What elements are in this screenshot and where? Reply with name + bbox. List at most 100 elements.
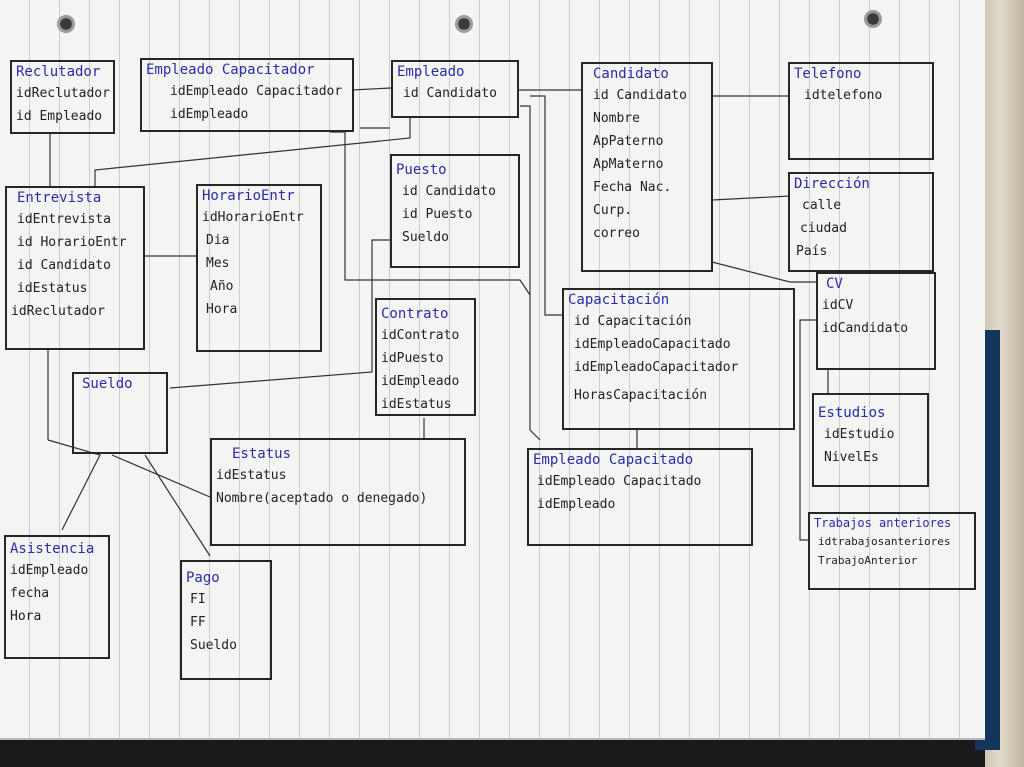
entity-attribute: idEmpleado Capacitado: [537, 474, 702, 489]
entity-attribute: Nombre: [593, 111, 640, 126]
entity-capacitacion: Capacitación id Capacitación idEmpleadoC…: [562, 288, 795, 430]
entity-puesto: Puesto id Candidato id Puesto Sueldo: [390, 154, 520, 268]
entity-attribute: ApMaterno: [593, 157, 664, 172]
link-line: [530, 95, 563, 316]
entity-pago: Pago FI FF Sueldo: [180, 560, 272, 680]
entity-empleado-capacitado: Empleado Capacitado idEmpleado Capacitad…: [527, 448, 753, 546]
entity-attribute: Fecha Nac.: [593, 180, 672, 195]
entity-attribute: idReclutador: [11, 304, 105, 319]
entity-attribute: id Candidato: [593, 88, 687, 103]
entity-title: Telefono: [794, 66, 862, 82]
entity-attribute: Hora: [10, 609, 42, 624]
entity-attribute: idCandidato: [822, 321, 909, 336]
entity-title: Dirección: [794, 176, 870, 192]
entity-attribute: idEstudio: [824, 427, 895, 442]
entity-attribute: FI: [190, 592, 206, 607]
entity-attribute: idContrato: [381, 328, 460, 343]
entity-contrato: Contrato idContrato idPuesto idEmpleado …: [375, 298, 476, 416]
entity-attribute: Curp.: [593, 203, 633, 218]
entity-attribute: idEstatus: [381, 397, 452, 412]
entity-attribute: idHorarioEntr: [202, 210, 304, 225]
entity-direccion: Dirección calle ciudad País: [788, 172, 934, 272]
entity-attribute: id Candidato: [402, 184, 496, 199]
entity-attribute: idPuesto: [381, 351, 444, 366]
entity-attribute: Mes: [206, 256, 230, 271]
entity-title: Reclutador: [16, 64, 101, 80]
punch-hole-icon: [455, 15, 473, 33]
entity-attribute: id Puesto: [402, 207, 473, 222]
entity-asistencia: Asistencia idEmpleado fecha Hora: [4, 535, 110, 659]
entity-attribute: idEstatus: [17, 281, 88, 296]
entity-attribute: idEmpleado: [170, 107, 249, 122]
entity-attribute: Año: [210, 279, 234, 294]
entity-attribute: id Capacitación: [574, 314, 692, 329]
entity-sueldo: Sueldo: [72, 372, 168, 454]
link-line: [144, 454, 211, 557]
entity-attribute: id Candidato: [17, 258, 111, 273]
link-line: [520, 105, 541, 441]
notebook-page: Reclutador idReclutador id Empleado Empl…: [0, 0, 985, 740]
entity-title: Asistencia: [10, 541, 95, 557]
entity-attribute: TrabajoAnterior: [818, 554, 918, 567]
entity-attribute: Sueldo: [190, 638, 237, 653]
entity-empleado-capacitador: Empleado Capacitador idEmpleado Capacita…: [140, 58, 354, 132]
entity-title: Trabajos anteriores: [814, 516, 952, 530]
entity-title: Pago: [186, 570, 220, 586]
entity-attribute: Nombre(aceptado o denegado): [216, 491, 428, 506]
entity-attribute: idEmpleado: [381, 374, 460, 389]
entity-candidato: Candidato id Candidato Nombre ApPaterno …: [581, 62, 713, 272]
entity-attribute: NivelEs: [824, 450, 879, 465]
entity-telefono: Telefono idtelefono: [788, 62, 934, 160]
entity-attribute: calle: [802, 198, 842, 213]
entity-title: Capacitación: [568, 292, 670, 308]
punch-hole-icon: [57, 15, 75, 33]
entity-attribute: idEmpleadoCapacitado: [574, 337, 731, 352]
entity-title: Entrevista: [17, 190, 102, 206]
entity-attribute: Hora: [206, 302, 238, 317]
entity-reclutador: Reclutador idReclutador id Empleado: [10, 60, 115, 134]
entity-attribute: FF: [190, 615, 206, 630]
entity-attribute: correo: [593, 226, 640, 241]
entity-attribute: idEntrevista: [17, 212, 111, 227]
entity-trabajos-anteriores: Trabajos anteriores idtrabajosanteriores…: [808, 512, 976, 590]
entity-attribute: idEmpleadoCapacitador: [574, 360, 739, 375]
entity-attribute: idReclutador: [16, 86, 110, 101]
entity-attribute: idEstatus: [216, 468, 287, 483]
entity-attribute: ApPaterno: [593, 134, 664, 149]
entity-estudios: Estudios idEstudio NivelEs: [812, 393, 929, 487]
entity-attribute: Sueldo: [402, 230, 449, 245]
entity-title: HorarioEntr: [202, 188, 295, 204]
entity-entrevista: Entrevista idEntrevista id HorarioEntr i…: [5, 186, 145, 350]
entity-title: Empleado Capacitado: [533, 452, 694, 468]
link-line: [111, 454, 211, 498]
entity-attribute: HorasCapacitación: [574, 388, 708, 403]
entity-cv: CV idCV idCandidato: [816, 272, 936, 370]
entity-attribute: idCV: [822, 298, 854, 313]
entity-title: Empleado: [397, 64, 465, 80]
link-line: [711, 195, 791, 201]
entity-title: Puesto: [396, 162, 447, 178]
entity-title: Sueldo: [82, 376, 133, 392]
entity-attribute: id Candidato: [403, 86, 497, 101]
entity-title: Empleado Capacitador: [146, 62, 315, 78]
entity-title: Contrato: [381, 306, 449, 322]
entity-title: Estudios: [818, 405, 886, 421]
entity-attribute: idEmpleado Capacitador: [170, 84, 343, 99]
link-line: [351, 87, 392, 91]
entity-horario-entr: HorarioEntr idHorarioEntr Dia Mes Año Ho…: [196, 184, 322, 352]
entity-title: Estatus: [232, 446, 292, 462]
entity-attribute: idEmpleado: [537, 497, 616, 512]
entity-title: Candidato: [593, 66, 669, 82]
entity-title: CV: [826, 276, 843, 292]
entity-attribute: idtrabajosanteriores: [818, 535, 951, 548]
entity-attribute: id HorarioEntr: [17, 235, 127, 250]
entity-attribute: Dia: [206, 233, 230, 248]
entity-attribute: id Empleado: [16, 109, 103, 124]
entity-attribute: País: [796, 244, 828, 259]
entity-attribute: idtelefono: [804, 88, 883, 103]
punch-hole-icon: [864, 10, 882, 28]
entity-attribute: fecha: [10, 586, 50, 601]
entity-estatus: Estatus idEstatus Nombre(aceptado o dene…: [210, 438, 466, 546]
entity-empleado: Empleado id Candidato: [391, 60, 519, 118]
entity-attribute: idEmpleado: [10, 563, 89, 578]
